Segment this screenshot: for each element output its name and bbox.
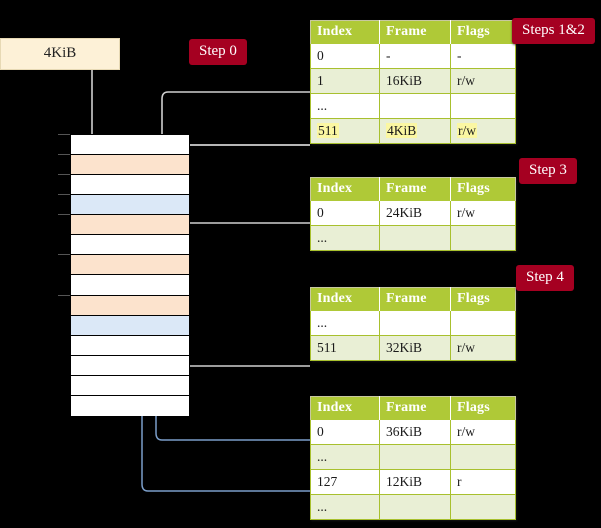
column-header-frame: Frame	[379, 287, 451, 311]
highlighted-value: r/w	[457, 122, 477, 138]
badge-steps12: Steps 1&2	[512, 18, 595, 44]
cell-frm: -	[379, 44, 451, 69]
virtual-address-box: 4KiB	[0, 38, 120, 70]
cell-flg: r/w	[450, 118, 516, 144]
cell-frm: 16KiB	[379, 68, 451, 94]
cell-frm: 4KiB	[379, 118, 451, 144]
highlighted-value: 4KiB	[386, 122, 418, 138]
memory-frame-row	[71, 375, 189, 396]
cell-frm	[379, 444, 451, 470]
memory-tick	[58, 294, 70, 296]
cell-idx: 127	[310, 469, 380, 495]
cell-flg: -	[450, 44, 516, 69]
badge-step4: Step 4	[516, 265, 574, 291]
column-header-index: Index	[310, 177, 380, 201]
column-header-flags: Flags	[450, 20, 516, 44]
cell-frm: 12KiB	[379, 469, 451, 495]
column-header-frame: Frame	[379, 396, 451, 420]
cell-flg	[450, 93, 516, 119]
cell-idx: ...	[310, 93, 380, 119]
cell-flg: r/w	[450, 68, 516, 94]
highlighted-value: 511	[317, 122, 339, 138]
cell-idx: ...	[310, 494, 380, 520]
cell-idx: ...	[310, 444, 380, 470]
cell-frm	[379, 93, 451, 119]
memory-frame-row	[71, 155, 189, 176]
table-row: 511 4KiB r/w	[310, 118, 516, 144]
cell-idx: 0	[310, 44, 380, 69]
cell-idx: ...	[310, 311, 380, 336]
cell-frm: 36KiB	[379, 420, 451, 445]
cell-idx: 0	[310, 420, 380, 445]
memory-frame-row	[71, 175, 189, 196]
cell-flg	[450, 444, 516, 470]
cell-frm	[379, 311, 451, 336]
table-row: 0--	[310, 44, 516, 69]
table-row: ...	[310, 494, 516, 520]
memory-frame-row	[71, 335, 189, 356]
table-row: ...	[310, 93, 516, 119]
memory-tick	[58, 214, 70, 216]
memory-tick	[58, 154, 70, 156]
memory-frame-row	[71, 135, 189, 156]
cell-frm: 32KiB	[379, 335, 451, 361]
memory-frame-row	[71, 195, 189, 216]
column-header-flags: Flags	[450, 177, 516, 201]
physical-memory-column	[70, 134, 190, 416]
table-row: ...	[310, 444, 516, 470]
column-header-flags: Flags	[450, 287, 516, 311]
cell-flg: r/w	[450, 201, 516, 226]
cell-frm	[379, 225, 451, 251]
cell-flg: r/w	[450, 335, 516, 361]
column-header-flags: Flags	[450, 396, 516, 420]
table-row: ...	[310, 225, 516, 251]
memory-frame-row	[71, 395, 189, 416]
cell-idx: 511	[310, 335, 380, 361]
memory-frame-row	[71, 215, 189, 236]
column-header-frame: Frame	[379, 20, 451, 44]
memory-frame-row	[71, 235, 189, 256]
badge-step3: Step 3	[519, 158, 577, 184]
column-header-frame: Frame	[379, 177, 451, 201]
cell-idx: 511	[310, 118, 380, 144]
cell-flg	[450, 311, 516, 336]
badge-step0: Step 0	[189, 39, 247, 65]
column-header-index: Index	[310, 396, 380, 420]
memory-tick	[58, 254, 70, 256]
memory-frame-row	[71, 295, 189, 316]
cell-idx: ...	[310, 225, 380, 251]
cell-flg	[450, 225, 516, 251]
cell-idx: 0	[310, 201, 380, 226]
cell-frm: 24KiB	[379, 201, 451, 226]
memory-tick	[58, 174, 70, 176]
memory-tick	[58, 194, 70, 196]
memory-frame-row	[71, 315, 189, 336]
cell-flg: r/w	[450, 420, 516, 445]
cell-flg: r	[450, 469, 516, 495]
memory-frame-row	[71, 275, 189, 296]
virtual-address-label: 4KiB	[43, 45, 77, 61]
cell-flg	[450, 494, 516, 520]
column-header-index: Index	[310, 20, 380, 44]
column-header-index: Index	[310, 287, 380, 311]
table-row: ...	[310, 311, 516, 336]
cell-frm	[379, 494, 451, 520]
memory-frame-row	[71, 355, 189, 376]
cell-idx: 1	[310, 68, 380, 94]
memory-frame-row	[71, 255, 189, 276]
memory-tick	[58, 134, 70, 135]
